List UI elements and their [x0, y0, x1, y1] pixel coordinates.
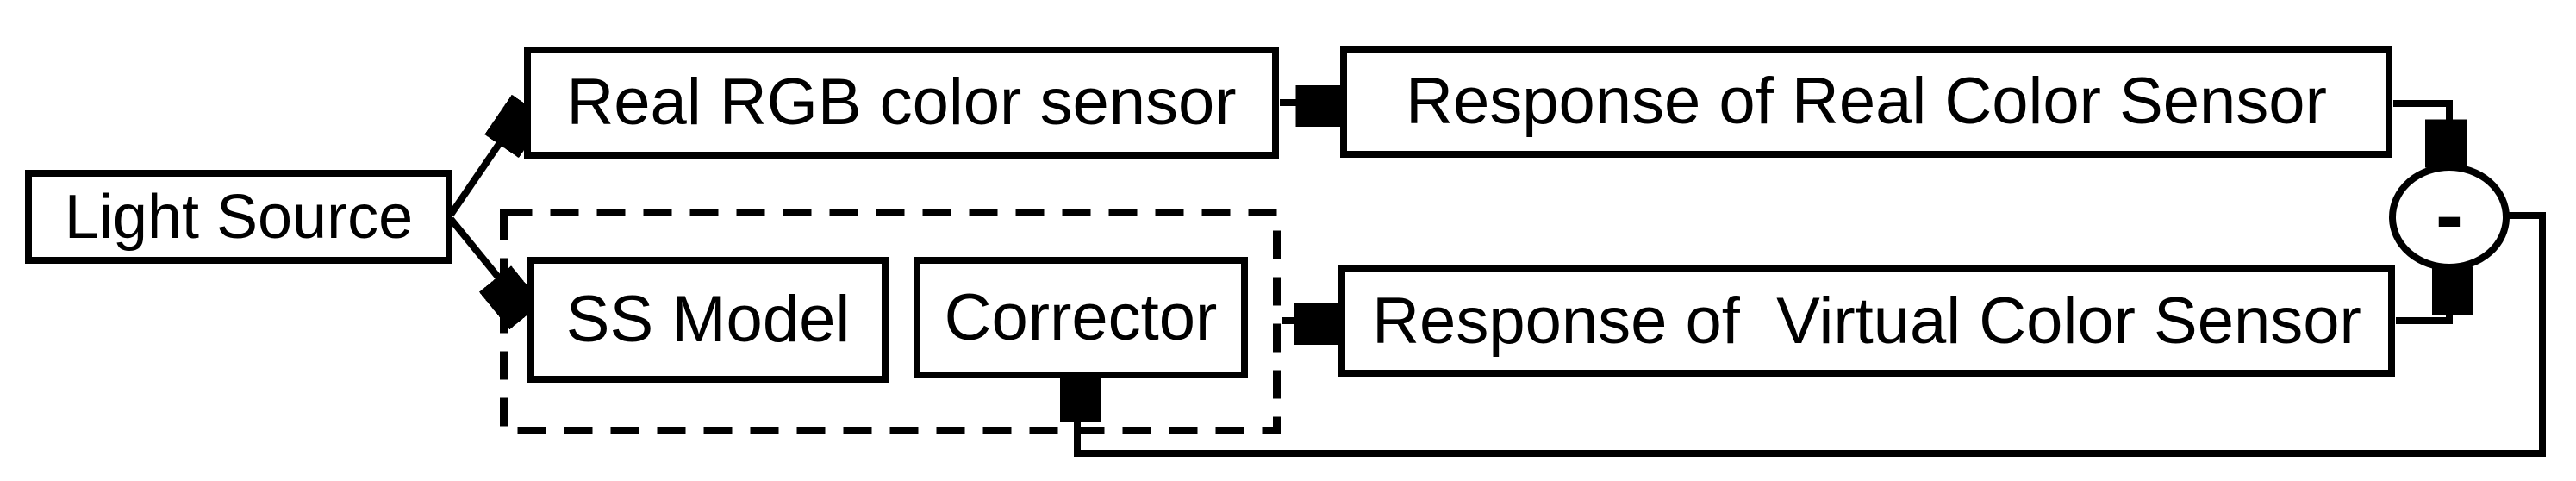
arrow-light-to-ss-model	[447, 216, 523, 308]
node-ss-model-label: SS Model	[565, 283, 851, 356]
feedback-line-diff-to-corrector	[1077, 212, 2546, 457]
node-response-real-sensor-label: Response of Real Color Sensor	[1406, 65, 2327, 138]
node-ss-model: SS Model	[527, 257, 889, 383]
arrow-virtual-response-to-diff	[2396, 275, 2449, 324]
node-real-rgb-sensor: Real RGB color sensor	[524, 47, 1279, 159]
difference-node-minus-label: -	[2406, 169, 2492, 261]
arrow-real-response-to-diff	[2393, 100, 2449, 159]
node-real-rgb-sensor-label: Real RGB color sensor	[566, 66, 1237, 139]
node-light-source-label: Light Source	[64, 182, 414, 252]
node-corrector: Corrector	[914, 257, 1248, 378]
node-corrector-label: Corrector	[944, 280, 1218, 354]
minus-sign: -	[2436, 169, 2463, 261]
node-response-real-sensor: Response of Real Color Sensor	[1340, 46, 2392, 158]
arrow-light-to-real-sensor	[447, 111, 521, 217]
node-light-source: Light Source	[25, 170, 452, 264]
node-response-virtual-sensor-label: Response of Virtual Color Sensor	[1372, 284, 2361, 358]
node-response-virtual-sensor: Response of Virtual Color Sensor	[1338, 265, 2395, 377]
